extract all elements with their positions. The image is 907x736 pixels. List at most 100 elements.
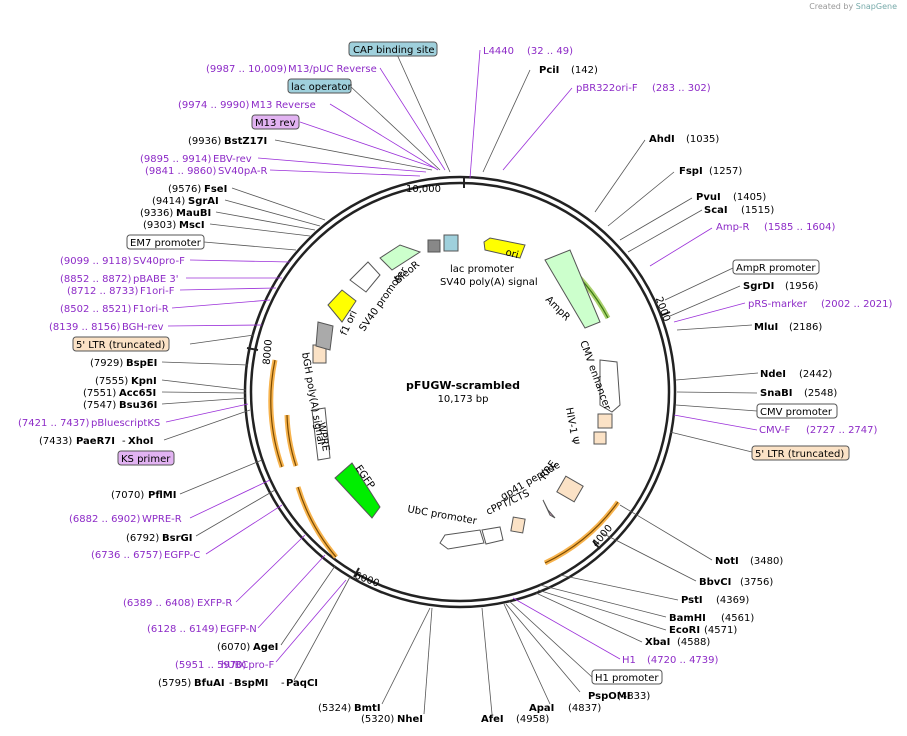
enzyme-bmti: BmtI: [354, 703, 381, 714]
enzyme-snabi: SnaBI: [760, 388, 792, 399]
box-ks: [117, 450, 175, 466]
box-ltr-right: [751, 445, 850, 461]
primer-pbr322-pos: (283 .. 302): [652, 83, 711, 94]
primer-wpre: WPRE-R: [142, 514, 182, 525]
primer-sv40f-pos: (9099 .. 9118): [60, 256, 132, 267]
cppt-box: [510, 516, 526, 534]
primer-egfpn-pos: (6128 .. 6149): [147, 624, 219, 635]
enzyme-ecori: EcoRI: [669, 625, 700, 636]
box-cmv-prom: [756, 403, 838, 419]
gp41-arrow: [542, 499, 556, 519]
enzyme-bfuai-pos: (5795): [158, 678, 191, 689]
enzyme-pcii: PciI: [539, 65, 559, 76]
primer-sv40pa-pos: (9841 .. 9860): [145, 166, 217, 177]
enzyme-bsu36i-pos: (7547): [83, 400, 116, 411]
ubc-arrow-1: [439, 529, 485, 550]
enzyme-fspi: FspI: [679, 166, 703, 177]
enzyme-msci-pos: (9303): [143, 220, 176, 231]
primer-egfpn: EGFP-N: [220, 624, 257, 635]
primer-h1-pos: (4720 .. 4739): [647, 655, 719, 666]
enzyme-sgrdi: SgrDI: [743, 281, 774, 292]
enzyme-agei-pos: (6070): [217, 642, 250, 653]
primer-ampr: Amp-R: [716, 222, 750, 233]
tick-marks: [246, 177, 671, 578]
enzyme-fsei: FseI: [204, 184, 227, 195]
primer-pbabe-pos: (8852 .. 8872): [60, 274, 132, 285]
enzyme-paer7i: PaeR7I: [76, 436, 115, 447]
primer-f1f-pos: (8712 .. 8733): [67, 286, 139, 297]
enzyme-afei: AfeI: [481, 714, 504, 725]
enzyme-ahdi-pos: (1035): [686, 134, 719, 145]
enzyme-pvui: PvuI: [696, 192, 721, 203]
enzyme-apai: ApaI: [529, 703, 554, 714]
ubc-arrow-2: [481, 526, 504, 545]
enzyme-sgrai: SgrAI: [188, 196, 219, 207]
enzyme-sgrdi-pos: (1956): [785, 281, 818, 292]
enzyme-bamhi-pos: (4561): [721, 613, 754, 624]
primer-bgh: BGH-rev: [122, 322, 164, 333]
sep-bfuai: -: [229, 678, 233, 689]
enzyme-acc65i: Acc65I: [119, 388, 156, 399]
enzyme-mlui: MluI: [754, 322, 778, 333]
enzyme-pcii-pos: (142): [571, 65, 598, 76]
ampr-arrow: [544, 249, 601, 329]
primer-l4440: L4440: [483, 46, 514, 57]
box-ltr-right-label: 5' LTR (truncated): [755, 449, 844, 460]
enzyme-bsu36i: Bsu36I: [119, 400, 157, 411]
box-lac-op-label: lac operator: [291, 82, 352, 93]
enzyme-ecori-pos: (4571): [704, 625, 737, 636]
bleor-arrow: [379, 244, 422, 271]
label-wpre: WPRE: [315, 422, 331, 453]
boxed-labels: CAP binding site lac operator M13 rev EM…: [72, 41, 850, 685]
box-ltr-left-label: 5' LTR (truncated): [76, 340, 165, 351]
enzyme-ahdi: AhdI: [649, 134, 675, 145]
enzyme-fspi-pos: (1257): [709, 166, 742, 177]
primer-m13puc-pos: (9987 .. 10,009): [206, 64, 287, 75]
enzyme-scai-pos: (1515): [741, 205, 774, 216]
enzyme-bspei-pos: (7929): [90, 358, 123, 369]
sep-paer7i: -: [122, 436, 126, 447]
label-ubc: UbC promoter: [406, 504, 478, 527]
primer-prs-pos: (2002 .. 2021): [821, 299, 893, 310]
box-h1: [591, 669, 663, 685]
enzyme-bstz17i-pos: (9936): [188, 136, 221, 147]
label-hiv-psi: HIV-1 Ψ: [563, 407, 580, 446]
enzyme-bspmi: BspMI: [234, 678, 268, 689]
primer-ebv-pos: (9895 .. 9914): [140, 154, 212, 165]
label-bgh: bGH poly(A) signal: [299, 352, 326, 446]
box-ks-label: KS primer: [121, 454, 171, 465]
leader-lines: [161, 49, 759, 715]
primer-pbsks: pBluescriptKS: [91, 418, 160, 429]
enzyme-maubi: MauBI: [176, 208, 211, 219]
label-ori: ori: [504, 247, 519, 261]
sep-bspmi: -: [281, 678, 285, 689]
enzyme-noti-pos: (3480): [750, 556, 783, 567]
primer-exfpr: EXFP-R: [197, 598, 232, 609]
enzyme-ndei-pos: (2442): [799, 369, 832, 380]
plasmid-name: pFUGW-scrambled: [406, 379, 520, 392]
primer-f1r-pos: (8502 .. 8521): [60, 304, 132, 315]
primer-cmvf: CMV-F: [759, 425, 790, 436]
enzyme-fsei-pos: (9576): [168, 184, 201, 195]
enzyme-mlui-pos: (2186): [789, 322, 822, 333]
lac-op-box: [443, 234, 459, 252]
plasmid-size: 10,173 bp: [438, 394, 489, 405]
enzyme-xbai-pos: (4588): [677, 637, 710, 648]
enzyme-pflmi: PflMI: [148, 490, 176, 501]
primer-cmvf-pos: (2727 .. 2747): [806, 425, 878, 436]
enzyme-paqci: PaqCI: [286, 678, 318, 689]
primer-wpre-pos: (6882 .. 6902): [69, 514, 141, 525]
label-lac-promoter: lac promoter: [450, 264, 515, 275]
hiv-psi-box: [593, 431, 607, 445]
primer-f1f: F1ori-F: [140, 286, 175, 297]
enzyme-psti-pos: (4369): [716, 595, 749, 606]
primer-bgh-pos: (8139 .. 8156): [49, 322, 121, 333]
enzyme-scai: ScaI: [704, 205, 728, 216]
primer-m13puc: M13/pUC Reverse: [288, 64, 377, 75]
bgh-box: [315, 321, 334, 351]
enzyme-kpni-pos: (7555): [95, 376, 128, 387]
box-cap: [348, 41, 438, 57]
primer-pbsks-pos: (7421 .. 7437): [18, 418, 90, 429]
sv40-promoter-arrow: [349, 261, 381, 293]
